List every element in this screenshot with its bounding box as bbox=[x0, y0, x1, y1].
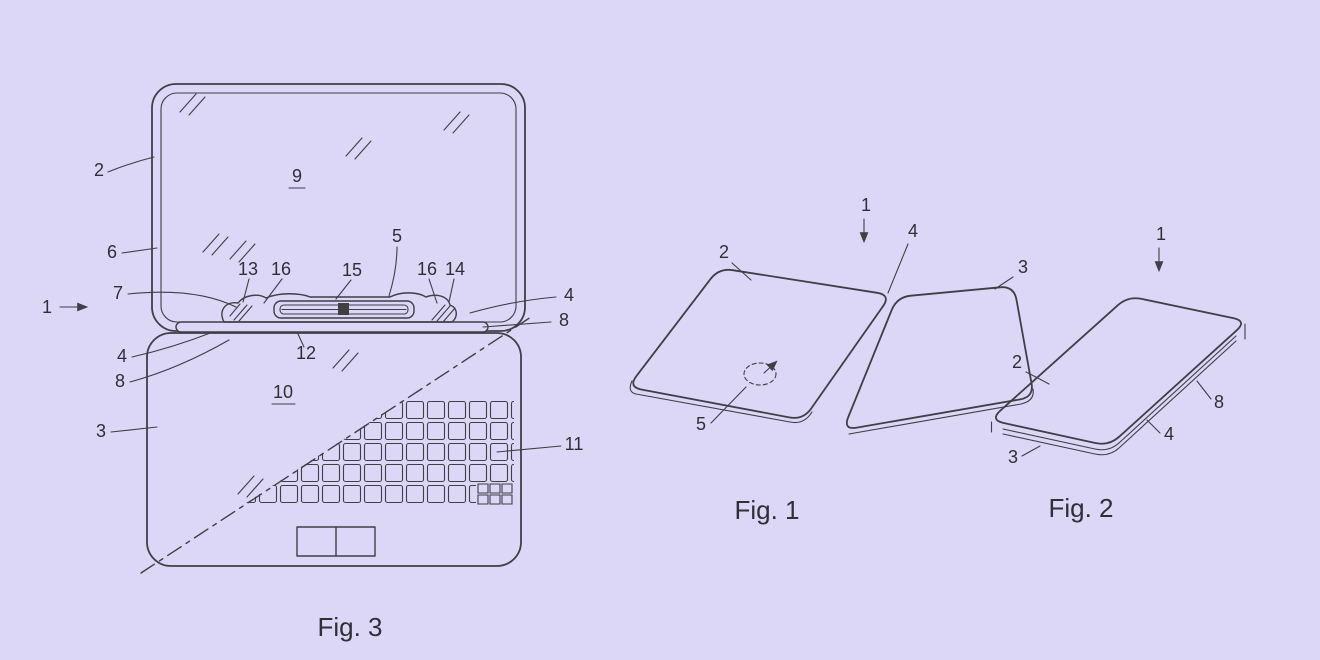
surface-ref-underlines bbox=[271, 187, 306, 405]
fig2-caption: Fig. 2 bbox=[1048, 493, 1113, 523]
fig1-ref-3: 3 bbox=[1018, 257, 1028, 277]
fig2-thickness-layer-1 bbox=[1002, 335, 1237, 451]
fig1-ref-1: 1 bbox=[861, 195, 871, 215]
fold-detail-dashed-circle bbox=[743, 362, 777, 386]
fig1-ref-2: 2 bbox=[719, 242, 729, 262]
ref-2: 2 bbox=[94, 160, 104, 180]
fig2-ref-4: 4 bbox=[1164, 424, 1174, 444]
arrow-key-cluster-backing bbox=[476, 482, 516, 506]
fig1-ref-4: 4 bbox=[908, 221, 918, 241]
fig3-upper-panel-inner-edge bbox=[160, 92, 517, 323]
upper-screen-hatch-marks bbox=[179, 93, 470, 263]
fig3-leader-lines bbox=[107, 156, 562, 453]
ref-12: 12 bbox=[296, 343, 316, 363]
hinge-cover-outline bbox=[221, 292, 457, 323]
hinge-hatch-left bbox=[229, 303, 253, 322]
ref-7: 7 bbox=[113, 283, 123, 303]
ref-13: 13 bbox=[238, 259, 258, 279]
fig1-left-panel-thickness bbox=[629, 380, 813, 424]
lower-screen-hatch-marks bbox=[237, 349, 359, 498]
fold-detail-pointer bbox=[763, 360, 778, 374]
fig2-folded-device-top bbox=[995, 297, 1242, 445]
ref-14: 14 bbox=[445, 259, 465, 279]
ref-8-left: 8 bbox=[115, 371, 125, 391]
ref-6: 6 bbox=[107, 242, 117, 262]
fig1-ref-5: 5 bbox=[696, 414, 706, 434]
ref-15: 15 bbox=[342, 260, 362, 280]
fig1-group: 1 2 4 3 5 Fig. 1 bbox=[629, 195, 1034, 525]
hinge-base-strip bbox=[175, 321, 489, 333]
ref-16-right: 16 bbox=[417, 259, 437, 279]
ref-4-left: 4 bbox=[117, 346, 127, 366]
hinge-hatch-right bbox=[431, 304, 456, 323]
fig1-leader-lines bbox=[710, 243, 1014, 424]
fig2-ref-3: 3 bbox=[1008, 447, 1018, 467]
hinge-center-block bbox=[338, 303, 349, 315]
ref-8-right: 8 bbox=[559, 310, 569, 330]
fig1-caption: Fig. 1 bbox=[734, 495, 799, 525]
fig2-group: 1 2 8 4 3 Fig. 2 bbox=[990, 224, 1246, 523]
fig3-group: 1 2 6 7 4 8 3 13 16 15 5 16 14 4 8 12 9 … bbox=[42, 83, 584, 642]
fig3-caption: Fig. 3 bbox=[317, 612, 382, 642]
fig1-right-panel-thickness bbox=[848, 388, 1034, 435]
ref-10: 10 bbox=[273, 382, 293, 402]
fig1-left-panel bbox=[632, 268, 887, 419]
hinge-bar-outer bbox=[273, 300, 415, 319]
ref-16-left: 16 bbox=[271, 259, 291, 279]
fig2-ref-1: 1 bbox=[1156, 224, 1166, 244]
ref-11: 11 bbox=[565, 434, 584, 454]
arrow-key-cluster bbox=[477, 483, 513, 505]
fig3-upper-panel bbox=[151, 83, 526, 332]
ref-9: 9 bbox=[292, 166, 302, 186]
fig2-ref-2: 2 bbox=[1012, 352, 1022, 372]
fig1-right-panel bbox=[845, 286, 1033, 429]
ref-3: 3 bbox=[96, 421, 106, 441]
fig2-thickness-layer-2 bbox=[1002, 340, 1237, 456]
ref-5: 5 bbox=[392, 226, 402, 246]
keyboard bbox=[243, 399, 514, 505]
fig2-edge-caps bbox=[990, 323, 1246, 433]
fig2-leader-lines bbox=[1021, 371, 1212, 457]
fig2-ref-8: 8 bbox=[1214, 392, 1224, 412]
ref-1: 1 bbox=[42, 297, 52, 317]
ref-4-right: 4 bbox=[564, 285, 574, 305]
